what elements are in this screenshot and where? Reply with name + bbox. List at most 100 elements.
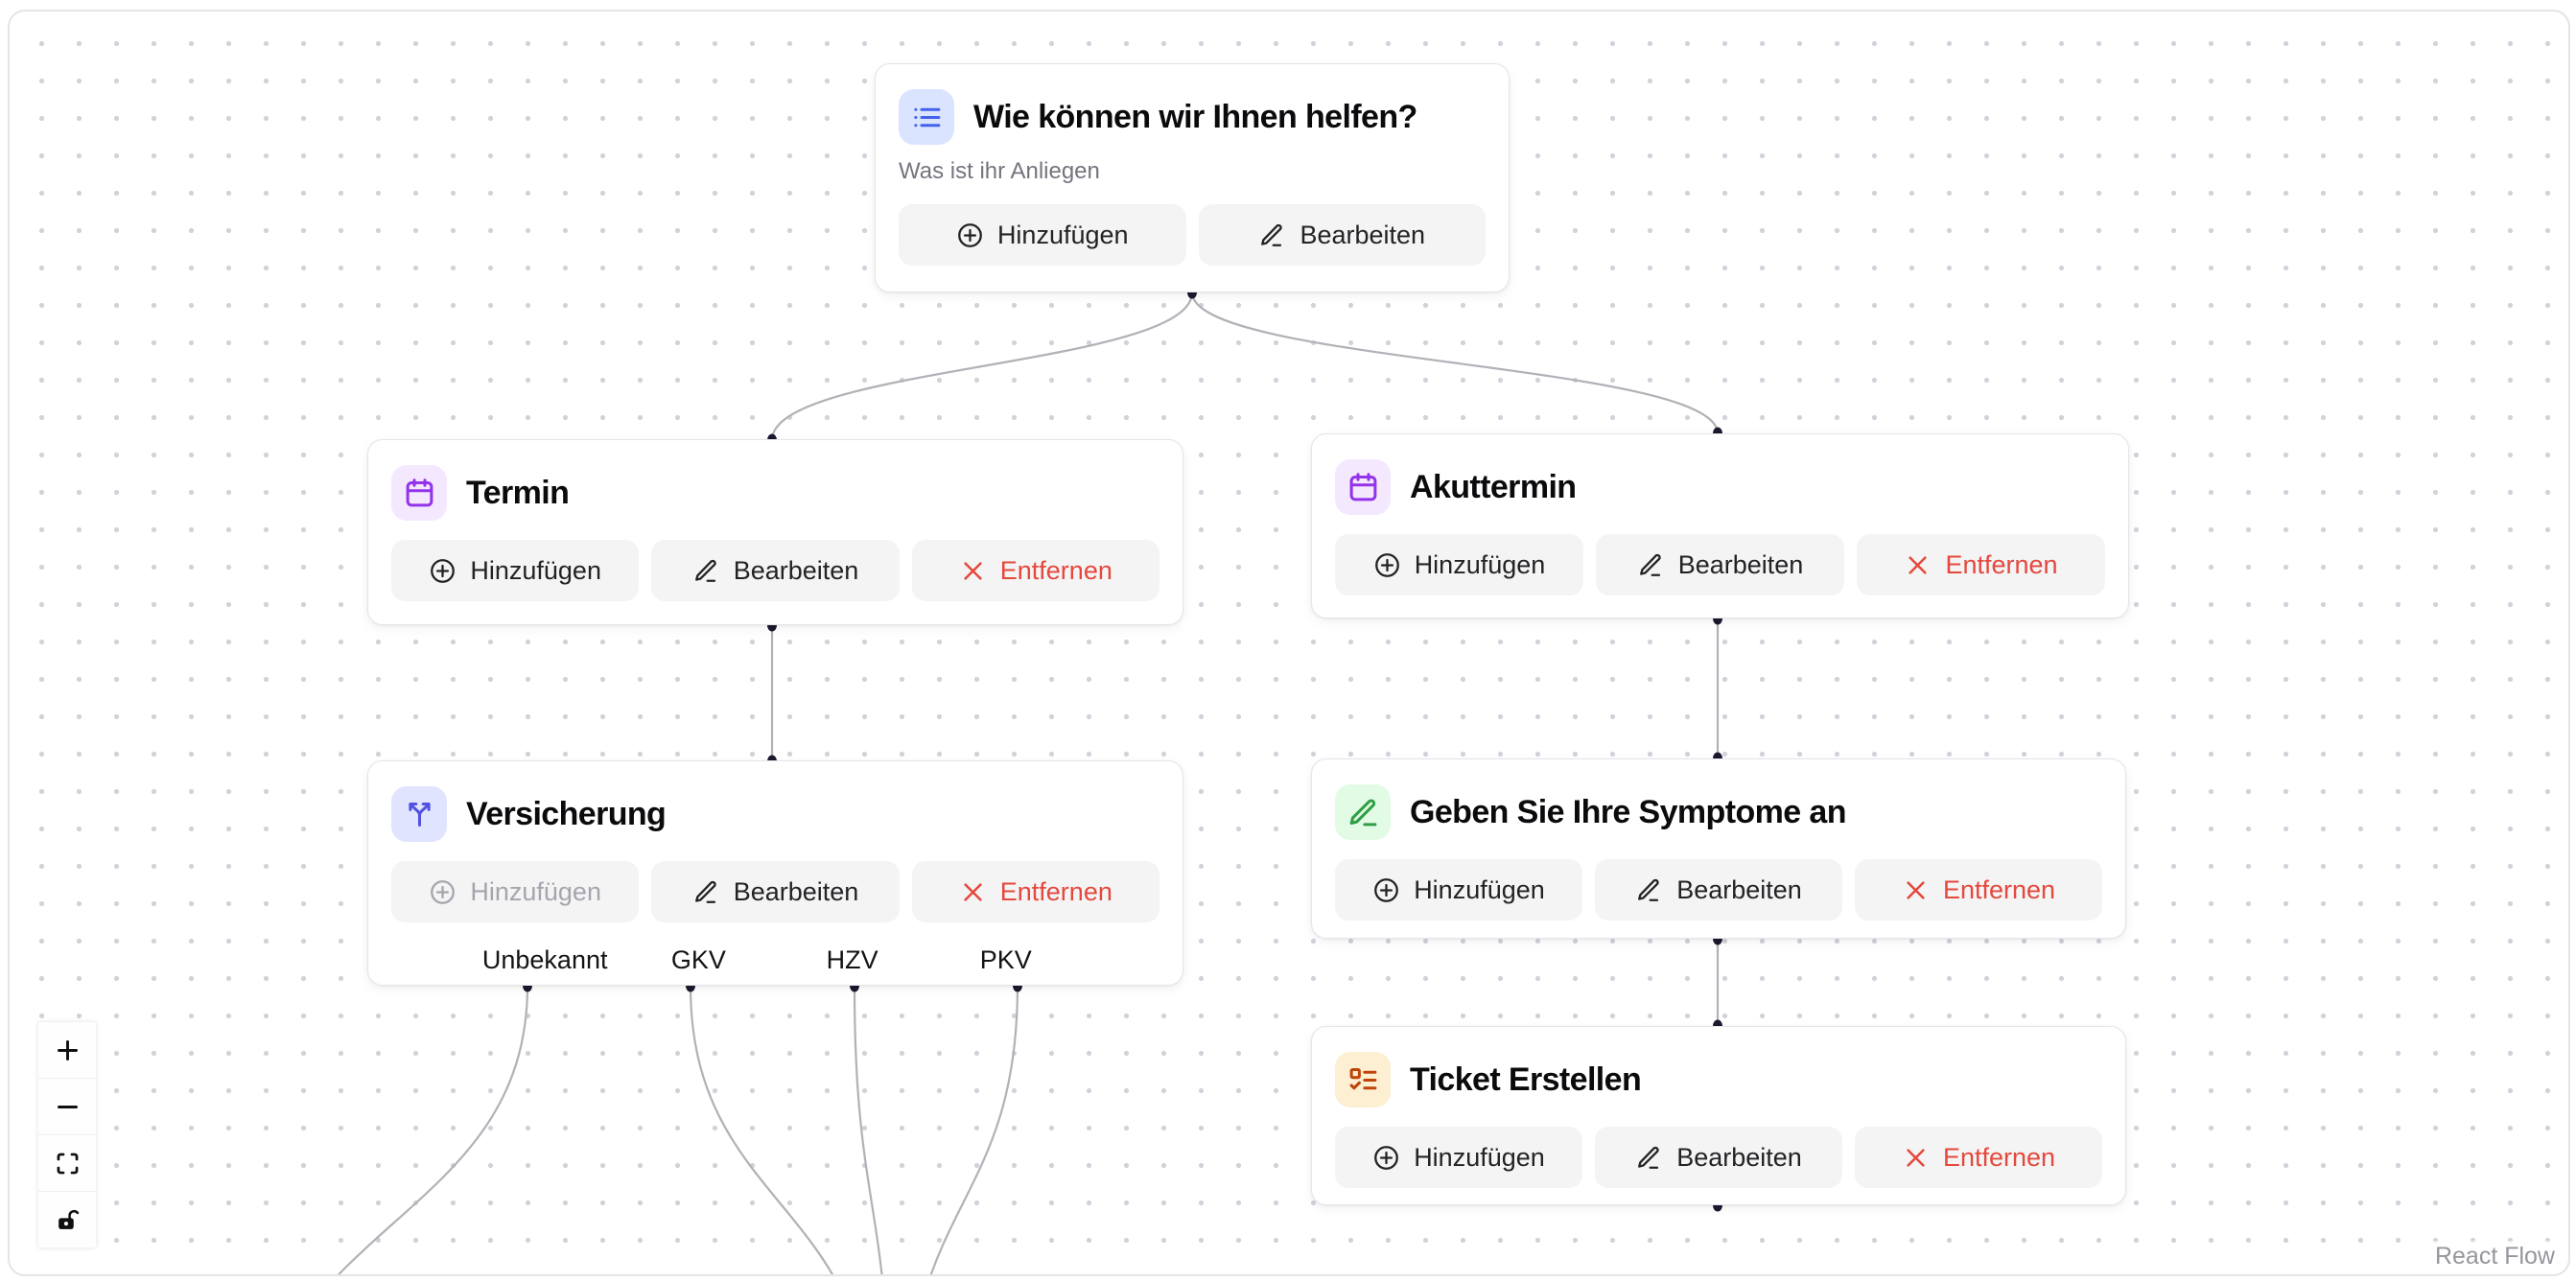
output-handle-label: PKV xyxy=(979,945,1032,974)
button-label: Hinzufügen xyxy=(1414,549,1546,579)
button-label: Bearbeiten xyxy=(1676,1142,1802,1172)
node-header: Versicherung xyxy=(391,786,1159,842)
button-label: Bearbeiten xyxy=(733,876,859,906)
flow-controls xyxy=(38,1022,96,1247)
entfernen-button[interactable]: Entfernen xyxy=(911,861,1159,922)
bearbeiten-button[interactable]: Bearbeiten xyxy=(651,540,900,601)
node-header: Akuttermin xyxy=(1335,459,2105,515)
zoom-out-button[interactable] xyxy=(38,1079,96,1135)
zoom-in-button[interactable] xyxy=(38,1022,96,1079)
flow-node-termin[interactable]: Termin Hinzufügen Bearbeiten Entfernen xyxy=(367,439,1183,625)
edge[interactable] xyxy=(853,985,889,1276)
flow-node-symptome[interactable]: Geben Sie Ihre Symptome an Hinzufügen Bea… xyxy=(1311,758,2126,939)
circle-plus-icon xyxy=(1372,876,1400,904)
node-header: Geben Sie Ihre Symptome an xyxy=(1335,784,2102,840)
button-label: Entfernen xyxy=(999,555,1112,585)
flow-node-help[interactable]: Wie können wir Ihnen helfen? Was ist ihr… xyxy=(875,63,1510,292)
pencil-icon xyxy=(1635,1144,1663,1172)
pencil-icon xyxy=(1258,221,1286,249)
plus-icon xyxy=(55,1037,81,1063)
button-label: Bearbeiten xyxy=(1300,220,1426,249)
minus-icon xyxy=(55,1094,81,1120)
bearbeiten-button[interactable]: Bearbeiten xyxy=(1595,1127,1842,1188)
hinzufgen-button[interactable]: Hinzufügen xyxy=(1335,534,1583,595)
node-header: Termin xyxy=(391,465,1159,521)
circle-plus-icon xyxy=(429,878,457,906)
button-label: Bearbeiten xyxy=(1677,549,1804,579)
node-actions: Hinzufügen Bearbeiten Entfernen xyxy=(1335,1127,2102,1188)
node-title: Termin xyxy=(466,474,570,511)
edge[interactable] xyxy=(689,985,870,1276)
split-icon xyxy=(391,786,447,842)
flow-canvas[interactable]: Wie können wir Ihnen helfen? Was ist ihr… xyxy=(8,10,2570,1276)
unlock-icon xyxy=(55,1207,81,1233)
edge[interactable] xyxy=(1190,291,1720,434)
circle-plus-icon xyxy=(956,221,984,249)
list-todo-icon xyxy=(1335,1052,1391,1107)
bearbeiten-button[interactable]: Bearbeiten xyxy=(1596,534,1844,595)
entfernen-button[interactable]: Entfernen xyxy=(1855,859,2102,921)
node-actions: Hinzufügen Bearbeiten Entfernen xyxy=(1335,859,2102,921)
fit-view-icon xyxy=(55,1151,81,1177)
x-icon xyxy=(1902,876,1930,904)
edge[interactable] xyxy=(908,985,1019,1276)
node-title: Ticket Erstellen xyxy=(1410,1061,1642,1098)
flow-node-versicherung[interactable]: Versicherung Hinzufügen Bearbeiten Entfern… xyxy=(367,760,1183,986)
circle-plus-icon xyxy=(1372,1144,1400,1172)
entfernen-button[interactable]: Entfernen xyxy=(1855,1127,2102,1188)
node-actions: Hinzufügen Bearbeiten xyxy=(899,204,1486,266)
edge[interactable] xyxy=(770,291,1194,441)
button-label: Hinzufügen xyxy=(470,876,601,906)
button-label: Hinzufügen xyxy=(1414,1142,1545,1172)
x-icon xyxy=(1904,551,1932,579)
bearbeiten-button[interactable]: Bearbeiten xyxy=(651,861,900,922)
pencil-icon xyxy=(1637,551,1665,579)
node-header: Wie können wir Ihnen helfen? xyxy=(899,89,1486,145)
entfernen-button[interactable]: Entfernen xyxy=(1857,534,2105,595)
button-label: Hinzufügen xyxy=(1414,874,1545,904)
node-title: Wie können wir Ihnen helfen? xyxy=(973,98,1417,135)
output-handle-label: HZV xyxy=(826,945,878,974)
hinzufgen-button: Hinzufügen xyxy=(391,861,640,922)
button-label: Entfernen xyxy=(1942,1142,2056,1172)
node-actions: Hinzufügen Bearbeiten Entfernen xyxy=(1335,534,2105,595)
bearbeiten-button[interactable]: Bearbeiten xyxy=(1198,204,1486,266)
button-label: Hinzufügen xyxy=(470,555,601,585)
button-label: Bearbeiten xyxy=(733,555,859,585)
output-handle-label: GKV xyxy=(670,945,726,974)
reactflow-attribution[interactable]: React Flow xyxy=(2428,1241,2561,1272)
toggle-interactivity-button[interactable] xyxy=(38,1192,96,1247)
pencil-line-icon xyxy=(1335,784,1391,840)
flow-node-ticket[interactable]: Ticket Erstellen Hinzufügen Bearbeiten Ent… xyxy=(1311,1026,2126,1205)
button-label: Bearbeiten xyxy=(1676,874,1802,904)
pencil-icon xyxy=(1635,876,1663,904)
list-icon xyxy=(899,89,954,145)
button-label: Entfernen xyxy=(1942,874,2056,904)
fit-view-button[interactable] xyxy=(38,1135,96,1192)
calendar-icon xyxy=(1335,459,1391,515)
hinzufgen-button[interactable]: Hinzufügen xyxy=(1335,859,1582,921)
button-label: Entfernen xyxy=(999,876,1112,906)
node-actions: Hinzufügen Bearbeiten Entfernen xyxy=(391,861,1159,922)
x-icon xyxy=(959,557,987,585)
button-label: Entfernen xyxy=(1945,549,2058,579)
node-title: Akuttermin xyxy=(1410,468,1577,505)
bearbeiten-button[interactable]: Bearbeiten xyxy=(1595,859,1842,921)
hinzufgen-button[interactable]: Hinzufügen xyxy=(899,204,1186,266)
node-header: Ticket Erstellen xyxy=(1335,1052,2102,1107)
flow-node-akuttermin[interactable]: Akuttermin Hinzufügen Bearbeiten Entfernen xyxy=(1311,433,2129,618)
x-icon xyxy=(959,878,987,906)
edge[interactable] xyxy=(261,985,529,1276)
hinzufgen-button[interactable]: Hinzufügen xyxy=(1335,1127,1582,1188)
node-actions: Hinzufügen Bearbeiten Entfernen xyxy=(391,540,1159,601)
node-title: Geben Sie Ihre Symptome an xyxy=(1410,793,1846,830)
button-label: Hinzufügen xyxy=(996,220,1129,249)
entfernen-button[interactable]: Entfernen xyxy=(911,540,1159,601)
x-icon xyxy=(1902,1144,1930,1172)
pencil-icon xyxy=(692,557,720,585)
node-title: Versicherung xyxy=(466,795,667,832)
hinzufgen-button[interactable]: Hinzufügen xyxy=(391,540,640,601)
node-subtitle: Was ist ihr Anliegen xyxy=(899,158,1100,184)
calendar-icon xyxy=(391,465,447,521)
